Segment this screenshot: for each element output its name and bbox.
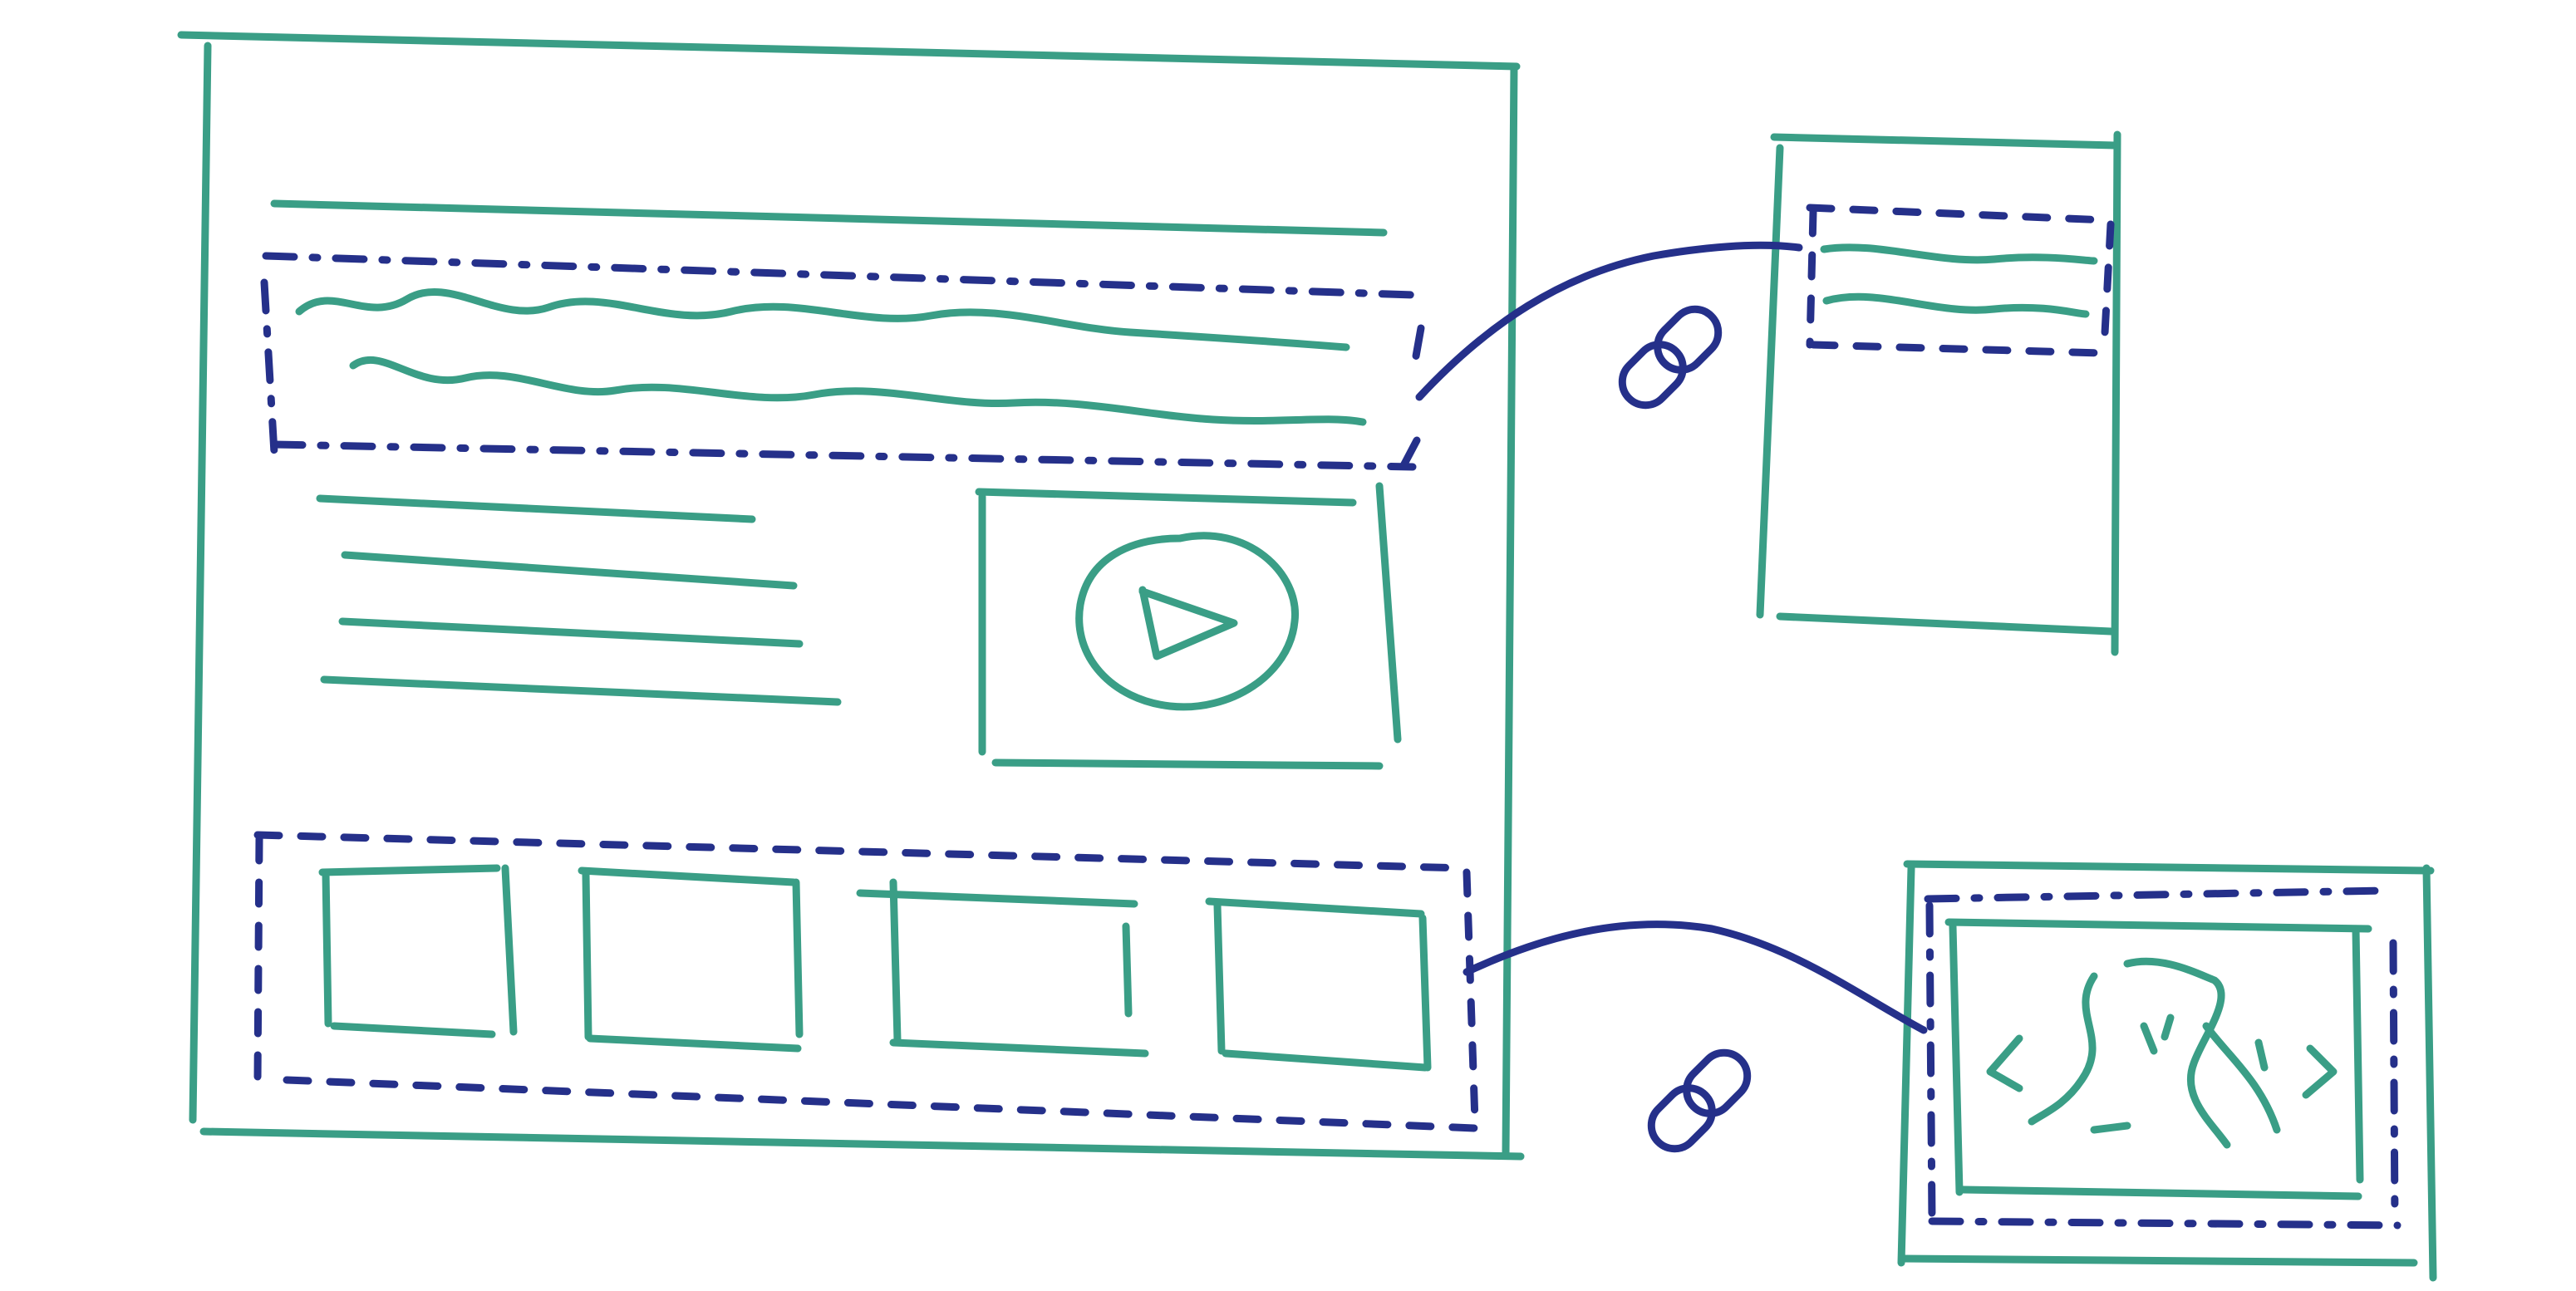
text-link-connector — [1415, 241, 1803, 401]
linked-text-selection[interactable] — [260, 252, 1425, 476]
title-line — [270, 199, 1388, 237]
linked-text-panel — [1756, 130, 2121, 656]
main-frame-bottom — [199, 1127, 1525, 1161]
wavy-text-line-2 — [349, 356, 1367, 426]
main-frame-left — [189, 42, 212, 1124]
thumbnail-3[interactable] — [856, 878, 1149, 1058]
linked-text-line-2 — [1822, 292, 2090, 318]
video-frame-top — [975, 488, 1357, 507]
video-player[interactable] — [975, 482, 1402, 770]
linked-text-panel-selection[interactable] — [1806, 204, 2115, 357]
thumbnail-1[interactable] — [318, 864, 518, 1038]
main-frame-top — [177, 31, 1521, 71]
paragraph-line-2 — [341, 551, 798, 590]
linked-thumbnail-selection[interactable] — [253, 831, 1479, 1132]
linked-code-panel — [1897, 860, 2437, 1282]
paragraph-line-1 — [316, 494, 756, 523]
linked-text-line-1 — [1820, 243, 2098, 265]
thumbnail-link-connector — [1463, 920, 1928, 1034]
paragraph-line-3 — [338, 617, 804, 648]
thumbnail-2[interactable] — [578, 866, 804, 1053]
wavy-text-line-1 — [295, 287, 1350, 351]
main-frame-right — [1502, 62, 1518, 1159]
video-frame-right — [1375, 482, 1402, 744]
main-page-wireframe — [177, 31, 1525, 1161]
chain-link-icon — [1618, 305, 1723, 410]
play-icon[interactable] — [1075, 532, 1299, 711]
code-brackets-icon — [1986, 957, 2338, 1149]
chain-link-icon — [1647, 1048, 1752, 1153]
video-frame-bottom — [991, 758, 1384, 770]
thumbnail-4[interactable] — [1205, 897, 1432, 1072]
paragraph-line-4 — [320, 675, 842, 706]
thumbnail-strip — [318, 864, 1432, 1072]
linked-code-panel-selection[interactable] — [1924, 886, 2401, 1230]
